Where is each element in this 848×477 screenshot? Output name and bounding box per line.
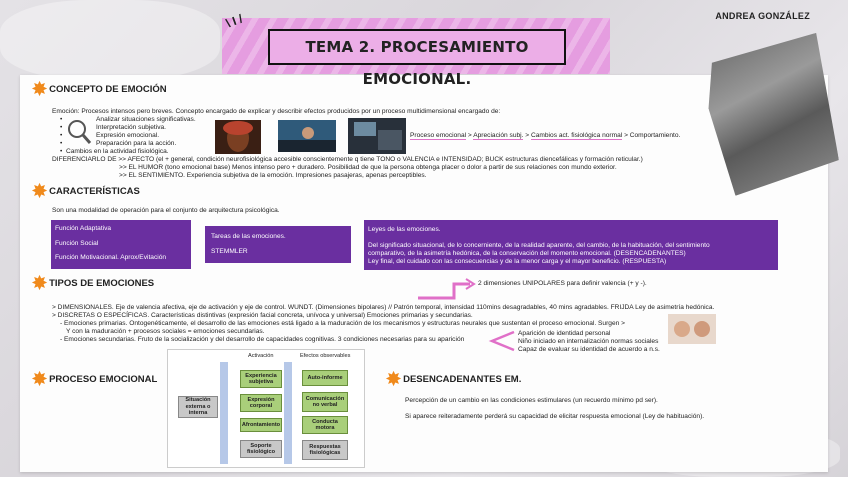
photo-person: [278, 120, 336, 152]
section-title: PROCESO EMOCIONAL: [49, 373, 158, 385]
tipos-line: > DISCRETAS O ESPECÍFICAS. Característic…: [52, 312, 473, 319]
sentimiento-text: >> EL SENTIMIENTO. Experiencia subjetiva…: [119, 172, 427, 179]
author-name: ANDREA GONZÁLEZ: [715, 11, 810, 21]
magnifier-icon: [68, 120, 92, 144]
paper-texture: [0, 0, 220, 80]
tipos-line: > DIMENSIONALES. Eje de valencia afectiv…: [52, 304, 715, 311]
concepto-flow: Proceso emocional > Apreciación subj. > …: [410, 132, 680, 140]
flow-step: Comportamiento.: [629, 132, 681, 139]
bullet-dot: •: [60, 132, 63, 139]
photo-scene: [348, 118, 406, 154]
diferenciarlo-text: DIFERENCIARLO DE >> AFECTO (el + general…: [52, 156, 643, 163]
funcion-item: Función Social: [55, 240, 99, 247]
section-proceso: ✸ PROCESO EMOCIONAL: [32, 370, 157, 388]
content-sheet: [20, 75, 828, 472]
section-desencadenantes: ✸ DESENCADENANTES EM.: [386, 370, 521, 388]
diagram-node: Conducta motora: [302, 416, 348, 434]
section-tipos: ✸ TIPOS DE EMOCIONES: [32, 274, 154, 292]
bullet-dot: •: [60, 140, 63, 147]
tipos-line: - Emociones primarias. Ontogenéticamente…: [60, 320, 625, 327]
diagram-node: Respuestas fisiológicas: [302, 440, 348, 460]
leyes-line: Del significado situacional, de lo conce…: [368, 242, 710, 249]
diagram-node: Afrontamiento: [240, 418, 282, 432]
funcion-item: Función Adaptativa: [55, 225, 112, 232]
leyes-title: Leyes de las emociones.: [368, 226, 441, 233]
pink-brace-icon: [488, 330, 515, 352]
condicion-item: Niño iniciado en internalización normas …: [518, 338, 659, 345]
section-title: CONCEPTO DE EMOCIÓN: [49, 83, 167, 95]
bullet-item: Cambios en la actividad fisiológica.: [66, 148, 169, 155]
burst-icon: ✸: [32, 369, 48, 389]
desencadenantes-line: Percepción de un cambio en las condicion…: [405, 397, 658, 404]
caracteristicas-intro: Son una modalidad de operación para el c…: [52, 207, 280, 214]
flow-separator: >: [466, 132, 474, 139]
flow-step: Cambios act. fisiológica normal: [530, 132, 623, 140]
condicion-item: Capaz de evaluar su identidad de acuerdo…: [518, 346, 660, 353]
leyes-box: Leyes de las emociones. Del significado …: [364, 220, 778, 270]
bullet-dot: •: [60, 148, 63, 155]
proceso-diagram: Activación Efectos observables Situación…: [167, 349, 365, 468]
burst-icon: ✸: [32, 181, 48, 201]
leyes-line: Ley final, del cuidado con las consecuen…: [368, 258, 667, 265]
section-title: TIPOS DE EMOCIONES: [49, 277, 155, 289]
photo-face: [215, 120, 261, 154]
diagram-header: Efectos observables: [300, 353, 351, 359]
leyes-line: comparativo, de la asimetría hedónica, d…: [368, 250, 686, 257]
concepto-intro: Emoción: Procesos intensos pero breves. …: [52, 108, 501, 115]
bullet-dot: •: [60, 116, 63, 123]
desencadenantes-line: Si aparece reiteradamente perderá su cap…: [405, 413, 705, 420]
funciones-box: Función Adaptativa Función Social Funció…: [51, 220, 191, 269]
funcion-item: Función Motivacional. Aprox/Evitación: [55, 254, 167, 261]
flow-step: Proceso emocional: [410, 132, 467, 140]
diagram-node: Experiencia subjetiva: [240, 370, 282, 388]
condicion-item: Aparición de identidad personal: [518, 330, 611, 337]
photo-babies: [668, 314, 716, 344]
diagram-bar: [284, 362, 292, 464]
tipos-line: Y con la maduración + procesos sociales …: [66, 328, 265, 335]
page-title: TEMA 2. PROCESAMIENTO EMOCIONAL.: [268, 29, 566, 88]
tareas-author: STEMMLER: [211, 248, 248, 255]
flow-step: Apreciación subj.: [473, 132, 524, 140]
tareas-box: Tareas de las emociones. STEMMLER: [205, 226, 351, 263]
title-banner: TEMA 2. PROCESAMIENTO EMOCIONAL.: [222, 18, 610, 88]
section-title: DESENCADENANTES EM.: [403, 373, 522, 385]
diagram-bar: [220, 362, 228, 464]
bullet-dot: •: [60, 124, 63, 131]
bullet-item: Expresión emocional.: [96, 132, 160, 139]
unipolares-text: 2 dimensiones UNIPOLARES para definir va…: [478, 280, 647, 287]
flow-separator: >: [523, 132, 531, 139]
burst-icon: ✸: [32, 79, 48, 99]
diagram-node: Situación externa o interna: [178, 396, 218, 418]
bullet-item: Analizar situaciones significativas.: [96, 116, 196, 123]
section-concepto: ✸ CONCEPTO DE EMOCIÓN: [32, 80, 167, 98]
bullet-item: Interpretación subjetiva.: [96, 124, 167, 131]
bullet-item: Preparación para la acción.: [96, 140, 177, 147]
tareas-title: Tareas de las emociones.: [211, 233, 286, 240]
diagram-node: Soporte fisiológico: [240, 440, 282, 458]
diagram-node: Auto-informe: [302, 370, 348, 386]
section-title: CARACTERÍSTICAS: [49, 185, 140, 197]
diagram-node: Comunicación no verbal: [302, 392, 348, 412]
section-caracteristicas: ✸ CARACTERÍSTICAS: [32, 182, 140, 200]
diagram-header: Activación: [248, 353, 274, 359]
pink-arrow-icon: [418, 278, 476, 300]
flow-separator: >: [622, 132, 630, 139]
diagram-node: Expresión corporal: [240, 394, 282, 412]
burst-icon: ✸: [386, 369, 402, 389]
humor-text: >> EL HUMOR (tono emocional base) Menos …: [119, 164, 617, 171]
burst-icon: ✸: [32, 273, 48, 293]
tipos-line: - Emociones secundarias. Fruto de la soc…: [60, 336, 465, 343]
